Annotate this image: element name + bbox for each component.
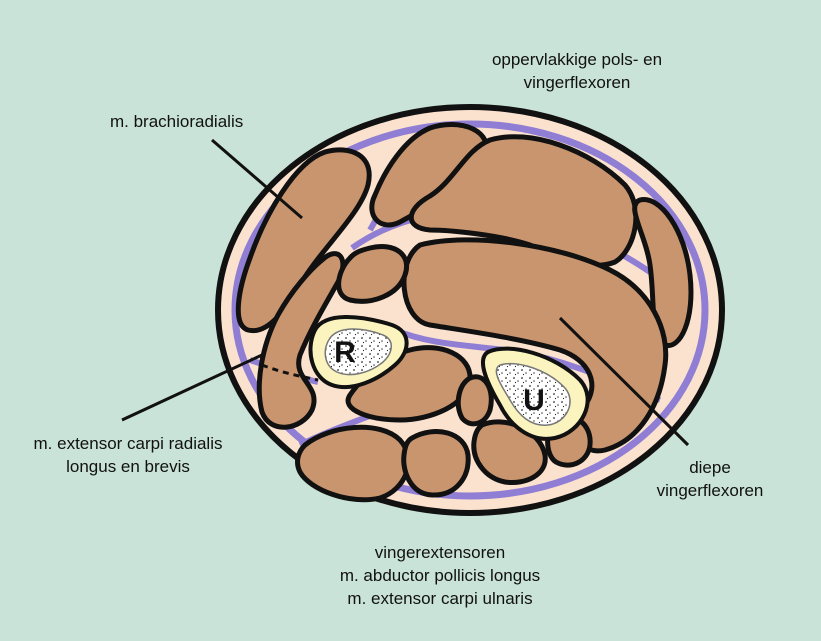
label-superficial-flexors: oppervlakkige pols- en vingerflexoren xyxy=(491,50,663,92)
muscle-group xyxy=(235,122,694,503)
leader-ecr xyxy=(121,353,263,422)
leader-brachioradialis xyxy=(211,138,303,220)
muscle-extensor-small xyxy=(455,374,494,427)
leader-deep-flexors xyxy=(558,316,690,447)
leader-lines xyxy=(121,138,690,447)
label-deep-flexors: diepe vingerflexoren xyxy=(656,458,764,500)
muscle-small-upper xyxy=(336,244,409,304)
deep-fascia xyxy=(231,120,709,500)
dashed-muscle-boundary xyxy=(261,363,319,382)
bone-ulna: U xyxy=(481,346,590,441)
ulna-letter: U xyxy=(523,384,545,417)
muscle-extensor-bottom-2 xyxy=(401,429,471,498)
bone-radius: R xyxy=(308,315,409,390)
label-extensor-carpi-radialis: m. extensor carpi radialis longus en bre… xyxy=(33,434,223,476)
muscle-extensor-bottom-1 xyxy=(295,424,411,503)
label-extensors: vingerextensoren m. abductor pollicis lo… xyxy=(339,543,541,608)
radius-letter: R xyxy=(334,336,356,369)
muscle-superficial-flexor-1 xyxy=(369,122,490,228)
label-brachioradialis: m. brachioradialis xyxy=(110,112,244,131)
